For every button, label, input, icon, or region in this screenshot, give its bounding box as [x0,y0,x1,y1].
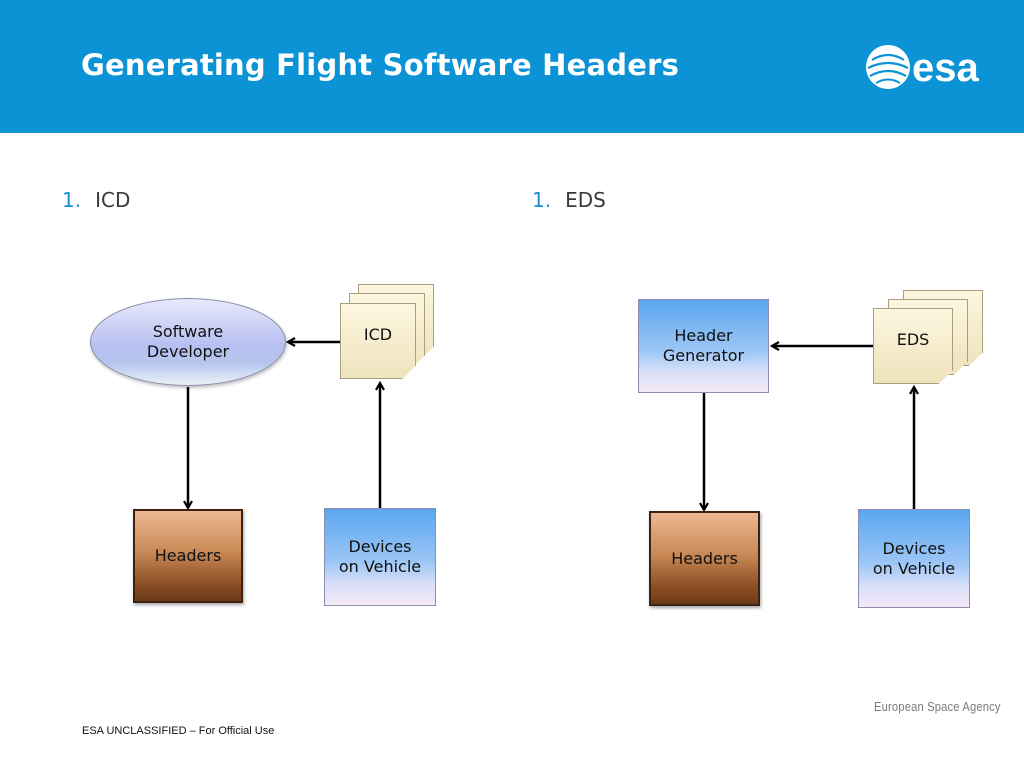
esa-logo-text: esa [912,46,979,90]
devices-on-vehicle-node-right: Devices on Vehicle [858,509,970,608]
classification-label: ESA UNCLASSIFIED – For Official Use [82,725,275,737]
eds-document-label: EDS [896,330,930,349]
esa-logo: esa [866,45,979,90]
software-developer-node: Software Developer [90,298,286,386]
agency-name: European Space Agency [874,699,1001,714]
headers-node-right: Headers [649,511,760,606]
list-number: 1. [62,188,82,212]
document-page [340,303,416,379]
header-bar [0,0,1024,133]
list-number: 1. [532,188,552,212]
eds-document-stack: EDS [873,290,985,386]
icd-document-stack: ICD [340,284,436,382]
header-generator-node: Header Generator [638,299,769,393]
list-heading-text: ICD [95,188,131,212]
page-title: Generating Flight Software Headers [81,48,680,82]
list-heading-eds: 1. EDS [532,188,606,212]
document-page [873,308,953,384]
devices-on-vehicle-node-left: Devices on Vehicle [324,508,436,606]
list-heading-text: EDS [565,188,606,212]
esa-globe-icon [866,45,910,89]
list-heading-icd: 1. ICD [62,188,130,212]
headers-node-left: Headers [133,509,243,603]
icd-document-label: ICD [363,325,393,344]
